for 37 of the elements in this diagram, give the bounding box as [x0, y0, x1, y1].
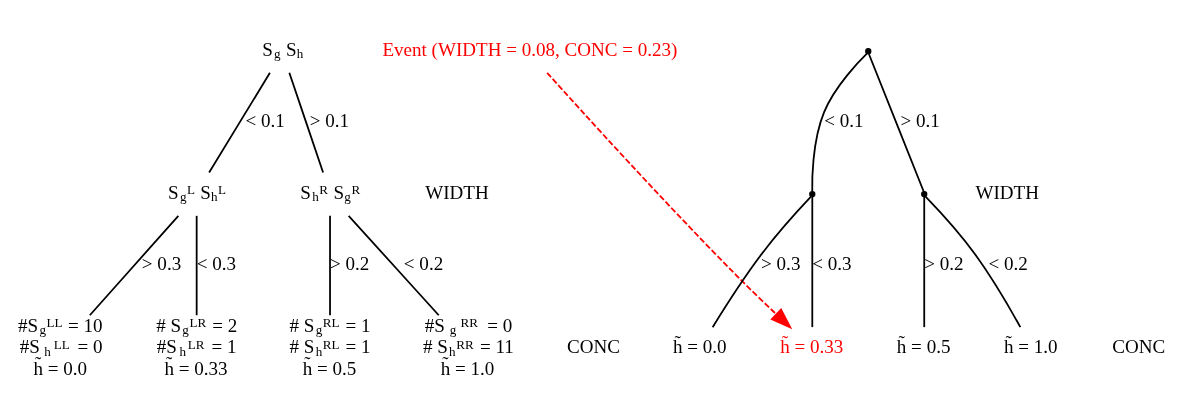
node-text: h̃ = 0.33 — [780, 335, 844, 357]
edge-label: < 0.1 — [824, 109, 864, 131]
connector — [811, 195, 814, 328]
edge-label: < 0.1 — [245, 109, 285, 131]
node-text: h̃ = 0.0 — [672, 335, 727, 357]
connector — [924, 195, 1022, 328]
connector — [347, 214, 440, 316]
edge-label: > 0.1 — [309, 109, 350, 131]
connector — [868, 52, 925, 192]
connector — [811, 52, 868, 192]
label: WIDTH — [425, 181, 489, 203]
connector — [195, 214, 198, 316]
edge-label: > 0.3 — [141, 252, 182, 274]
label: CONC — [1112, 335, 1166, 357]
edge-label: < 0.2 — [403, 252, 444, 274]
label: WIDTH — [975, 181, 1039, 203]
edge-label: < 0.3 — [812, 252, 852, 274]
label: CONC — [566, 335, 620, 357]
connector — [711, 195, 812, 328]
edge-label: < 0.2 — [988, 252, 1028, 274]
edge-label: < 0.3 — [196, 252, 236, 274]
edge-label: > 0.2 — [330, 252, 370, 274]
edge-label: > 0.1 — [900, 109, 940, 131]
connector — [329, 214, 331, 316]
connector — [88, 214, 180, 316]
node-point — [865, 47, 872, 54]
edge-label: > 0.3 — [761, 252, 801, 274]
node-text: h̃ = 1.0 — [1004, 335, 1058, 357]
connector — [208, 71, 271, 173]
connector — [288, 71, 324, 173]
node-point — [921, 190, 928, 197]
node-point — [809, 190, 816, 197]
connector — [923, 195, 926, 328]
edge-label: > 0.2 — [924, 252, 964, 274]
node-text: h̃ = 0.5 — [896, 335, 951, 357]
node-text: Event (WIDTH = 0.08, CONC = 0.23) — [382, 38, 678, 60]
arrow — [546, 71, 793, 329]
